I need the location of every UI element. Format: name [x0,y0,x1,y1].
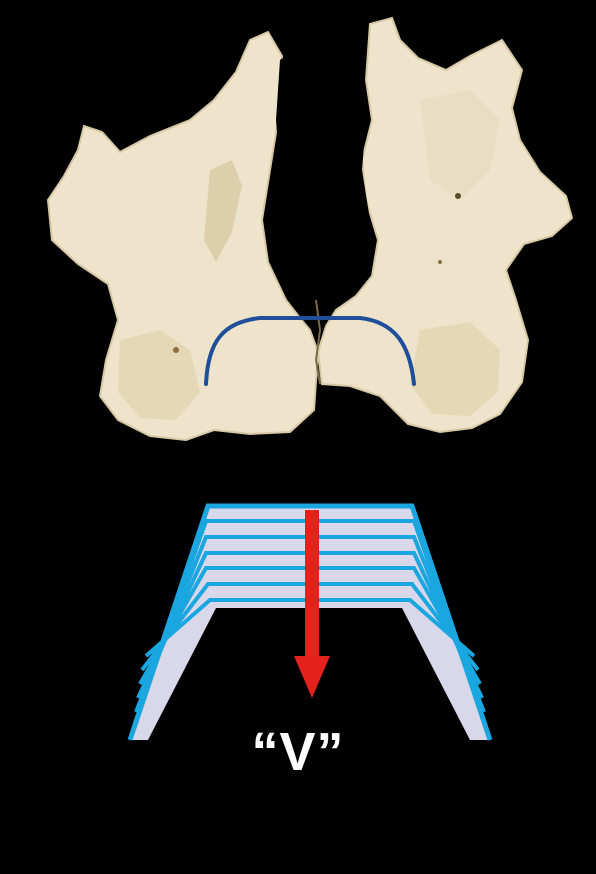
bone-spot [455,193,461,199]
bone-spot [173,347,179,353]
bone-spot [438,260,442,264]
arrow-shaft [305,510,319,660]
v-shape-label: “V” [0,724,596,780]
nasal-aperture [272,44,370,292]
